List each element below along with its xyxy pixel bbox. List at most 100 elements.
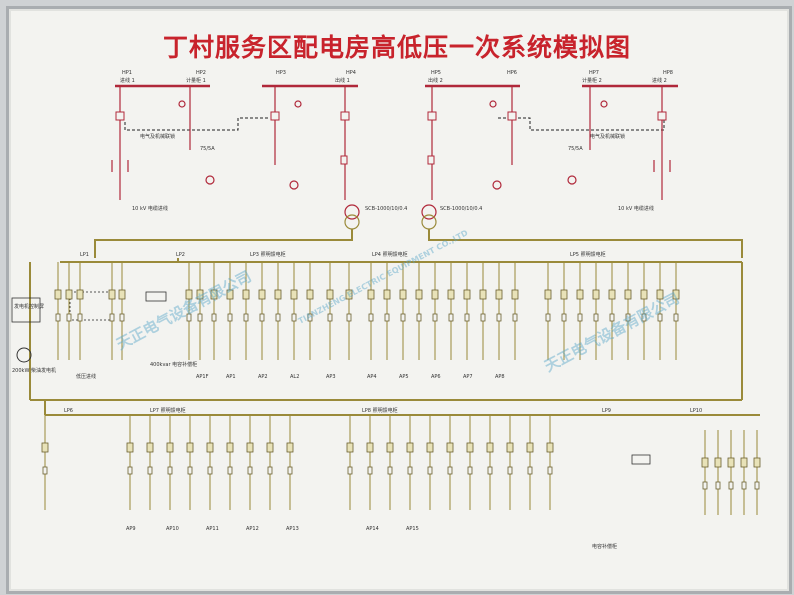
gen-panel-label: 发电机控制屏 — [14, 303, 44, 310]
breaker-icon — [345, 289, 353, 300]
hv-cab-label: HP3 — [276, 70, 286, 76]
ct-icon — [127, 466, 133, 475]
feeder-label: AP5 — [399, 374, 409, 380]
ct-icon — [416, 313, 422, 322]
breaker-icon — [226, 442, 234, 453]
ct-icon — [754, 481, 760, 490]
feeder-label: AP9 — [126, 526, 136, 532]
ct-icon — [641, 313, 647, 322]
breaker-icon — [146, 442, 154, 453]
breaker-icon — [258, 289, 266, 300]
breaker-icon — [608, 289, 616, 300]
ct-icon — [66, 313, 72, 322]
interlock-line-left — [124, 117, 268, 131]
generator-label: 200kW 柴油发电机 — [12, 367, 56, 374]
ct-icon — [243, 313, 249, 322]
feeder-label: AP10 — [166, 526, 179, 532]
ct-icon — [227, 466, 233, 475]
ct-icon — [327, 313, 333, 322]
ct-icon — [702, 481, 708, 490]
ct-icon — [512, 313, 518, 322]
ct-icon — [593, 313, 599, 322]
ct-icon — [307, 313, 313, 322]
breaker-icon — [526, 442, 534, 453]
capacitor-label: 电容补偿柜 — [592, 543, 617, 550]
ct-icon — [407, 466, 413, 475]
ct-icon — [673, 313, 679, 322]
breaker-icon — [446, 442, 454, 453]
ct-icon — [609, 313, 615, 322]
transformer-label: SCB-1000/10/0.4 — [440, 206, 482, 212]
hv-cab-label: HP4 — [346, 70, 356, 76]
feeder-label: AP1 — [226, 374, 236, 380]
feeder-label: AP3 — [326, 374, 336, 380]
breaker-icon — [76, 289, 84, 300]
breaker-icon — [495, 289, 503, 300]
feeder-label: AP12 — [246, 526, 259, 532]
ct-icon — [561, 313, 567, 322]
hv-cab-label: HP2 — [196, 70, 206, 76]
breaker-icon — [54, 289, 62, 300]
gen-panel-box — [11, 297, 41, 323]
hv-bus-label: 出线 1 — [335, 77, 350, 84]
hv-bus-label: 出线 2 — [428, 77, 443, 84]
ct-icon — [400, 313, 406, 322]
breaker-icon — [447, 289, 455, 300]
ct-icon — [487, 466, 493, 475]
breaker-icon — [126, 442, 134, 453]
feeder-label: AP2 — [258, 374, 268, 380]
ct-icon — [259, 313, 265, 322]
breaker-icon — [463, 289, 471, 300]
ct-icon — [227, 313, 233, 322]
feeder-label: AP11 — [206, 526, 219, 532]
generator-icon — [16, 347, 32, 363]
breaker-icon — [366, 442, 374, 453]
feeder-label: AP15 — [406, 526, 419, 532]
ct-icon — [287, 466, 293, 475]
breaker-icon — [426, 442, 434, 453]
ct-icon — [480, 313, 486, 322]
breaker-icon — [546, 442, 554, 453]
ct-icon — [291, 313, 297, 322]
breaker-icon — [290, 289, 298, 300]
transformer-label: SCB-1000/10/0.4 — [365, 206, 407, 212]
breaker-icon — [479, 289, 487, 300]
ct-icon — [42, 466, 48, 475]
hv-bus-label: 进线 2 — [652, 77, 667, 84]
ct-icon — [368, 313, 374, 322]
breaker-icon — [41, 442, 49, 453]
ct-icon — [715, 481, 721, 490]
breaker-icon — [701, 457, 709, 468]
ct-icon — [167, 466, 173, 475]
lv-section-label: LP9 — [602, 408, 611, 414]
ct-icon — [467, 466, 473, 475]
ct-icon — [267, 466, 273, 475]
ct-icon — [657, 313, 663, 322]
ct-icon — [211, 313, 217, 322]
breaker-icon — [415, 289, 423, 300]
breaker-icon — [383, 289, 391, 300]
ct-icon — [347, 466, 353, 475]
breaker-icon — [640, 289, 648, 300]
feeder-label: AP13 — [286, 526, 299, 532]
lv-section-label: LP1 — [80, 252, 89, 258]
watermark-text: TIANZHENG ELECTRIC EQUIPMENT CO.,LTD — [297, 228, 470, 326]
ct-icon — [109, 313, 115, 322]
ct-icon — [507, 466, 513, 475]
breaker-icon — [246, 442, 254, 453]
ct-icon — [55, 313, 61, 322]
interlock-line-right — [498, 117, 665, 131]
hv-bus-label: 计量柜 2 — [582, 77, 602, 84]
lv-section-label: LP10 — [690, 408, 702, 414]
ct-label: 75/5A — [568, 146, 583, 152]
breaker-icon — [206, 442, 214, 453]
breaker-icon — [346, 442, 354, 453]
hv-cab-label: HP6 — [507, 70, 517, 76]
hv-section: HP1 HP2 HP3 HP4 HP5 HP6 HP7 HP8 进线 1 计量柜… — [111, 70, 678, 230]
ct-icon — [187, 466, 193, 475]
watermark: 天正电气设备有限公司 天正电气设备有限公司 TIANZHENG ELECTRIC… — [113, 228, 682, 375]
feeder-label: AP6 — [431, 374, 441, 380]
ct-icon — [207, 466, 213, 475]
breaker-icon — [185, 289, 193, 300]
